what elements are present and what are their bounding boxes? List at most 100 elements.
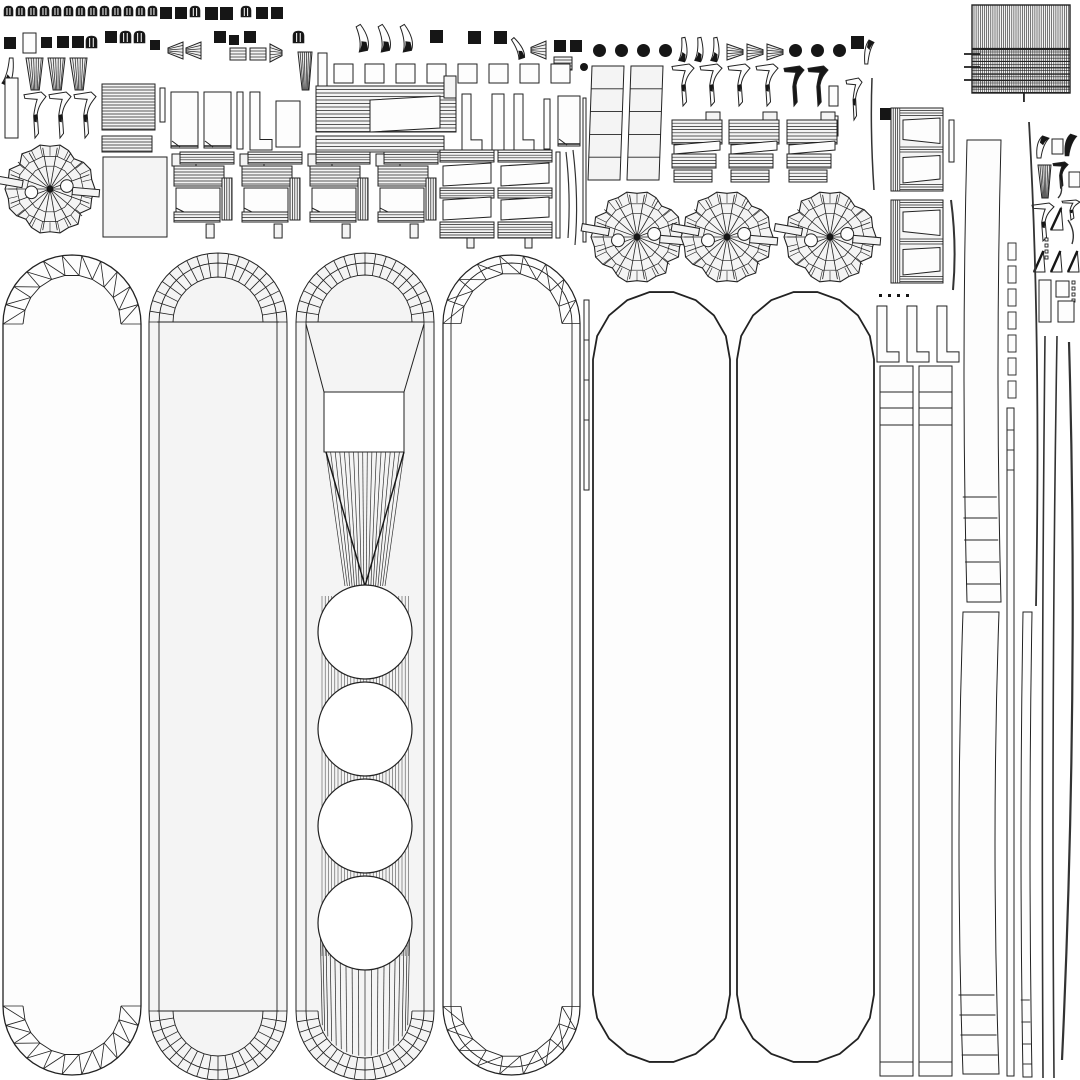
sq-piece <box>494 31 507 44</box>
sq-piece <box>880 108 892 120</box>
sq-piece <box>468 31 481 44</box>
claw-piece <box>399 23 413 53</box>
4 <box>879 294 909 297</box>
hrect-piece <box>315 135 445 153</box>
sq-piece <box>105 31 117 43</box>
wrect-piece <box>22 32 37 54</box>
dot-piece <box>615 44 628 57</box>
hook-piece <box>699 63 723 108</box>
fanw-piece <box>726 43 744 61</box>
long-curve-2 <box>1041 335 1046 1079</box>
fanw-piece <box>746 43 764 61</box>
wrect-piece <box>491 93 505 151</box>
sq-piece <box>220 7 233 20</box>
long-curve-4 <box>1060 341 1074 1061</box>
capsule-3 <box>295 252 435 1080</box>
wrect-piece <box>1055 280 1070 298</box>
sq-piece <box>4 37 16 49</box>
hook-piece <box>1031 202 1055 243</box>
fan-disc-2 <box>580 191 689 283</box>
wrect-piece <box>333 63 354 84</box>
hrect-piece <box>101 135 153 153</box>
bracketA-piece <box>307 151 371 239</box>
strip-piece <box>543 98 551 150</box>
5 <box>587 65 625 181</box>
sq-piece <box>229 35 239 45</box>
long-curve-3 <box>1052 335 1058 1079</box>
thin-strip-r <box>1020 611 1033 1078</box>
dome-piece <box>119 30 132 44</box>
hook-piece <box>807 65 829 108</box>
hrect-piece <box>249 47 267 61</box>
L-piece <box>513 93 535 151</box>
dot-piece <box>580 63 588 71</box>
lrect-piece <box>443 75 457 99</box>
fanw-piece <box>185 41 202 60</box>
hrect-piece <box>101 83 156 131</box>
sblock-piece <box>728 111 780 183</box>
claw-piece <box>1036 135 1050 159</box>
wrect-piece <box>170 91 199 149</box>
fanw-piece <box>766 43 784 61</box>
sq-piece <box>570 40 582 52</box>
sq-piece <box>554 40 566 52</box>
bracketB-piece <box>439 149 495 249</box>
dome-piece <box>3 5 14 17</box>
lrect-piece <box>102 156 168 238</box>
capsule-6 <box>736 291 875 1063</box>
curve-piece <box>1057 179 1063 199</box>
triW-piece <box>1049 206 1064 231</box>
dome-piece <box>75 5 86 17</box>
wrect-piece <box>1068 171 1080 188</box>
fan-disc-1 <box>0 144 101 234</box>
curved-strip-lower <box>958 611 1000 1075</box>
sq-piece <box>160 7 172 19</box>
claw-piece <box>678 36 688 63</box>
hook-piece <box>23 91 47 140</box>
wrect-piece <box>519 63 540 84</box>
capsule-5 <box>592 291 731 1063</box>
wrect-piece <box>1038 279 1052 323</box>
5 <box>626 65 664 181</box>
L-piece <box>876 305 900 363</box>
fanb-piece <box>1037 164 1052 199</box>
fanb-piece <box>47 57 66 91</box>
claw-piece <box>694 36 704 63</box>
dome-piece <box>292 30 305 44</box>
strip-piece <box>159 87 166 123</box>
triW-piece <box>1066 250 1080 273</box>
claw-piece <box>1064 133 1078 157</box>
wrect-piece <box>426 63 447 84</box>
wrect-piece <box>275 100 301 148</box>
dot-piece <box>593 44 606 57</box>
dot-piece <box>789 44 802 57</box>
dome-piece <box>51 5 62 17</box>
grid-swatch <box>964 4 1071 102</box>
strip-piece <box>555 151 561 239</box>
wrect-piece <box>1057 300 1075 323</box>
dome-piece <box>123 5 134 17</box>
curved-strip-upper <box>962 139 1002 603</box>
strip-piece <box>582 97 587 243</box>
fanb-piece <box>297 51 313 91</box>
hook-piece <box>671 63 695 108</box>
capsule-4 <box>442 254 581 1076</box>
strip-piece <box>4 77 19 139</box>
sq-piece <box>150 40 160 50</box>
L-piece <box>461 93 483 151</box>
dome-piece <box>133 30 146 44</box>
dome-piece <box>63 5 74 17</box>
dashcol-piece <box>1071 280 1076 303</box>
hook-piece <box>727 63 751 108</box>
dot-piece <box>637 44 650 57</box>
wrect-piece <box>203 91 232 149</box>
sq-piece <box>57 36 69 48</box>
fanb-piece <box>25 57 44 91</box>
wblock-piece <box>890 107 944 192</box>
strip-piece <box>1006 407 1015 1077</box>
wrect-piece <box>364 63 385 84</box>
curve-piece <box>565 151 570 239</box>
sq-piece <box>175 7 187 19</box>
claw-piece <box>355 23 369 53</box>
